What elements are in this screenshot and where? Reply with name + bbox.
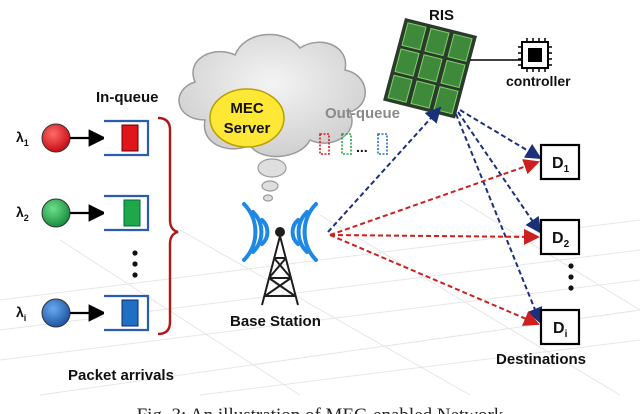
mec-server-badge: MEC Server [209, 88, 285, 148]
out-queue-packets [319, 133, 388, 155]
packet-green [123, 199, 141, 227]
svg-text:D1: D1 [552, 155, 570, 175]
mec-label-line2: Server [224, 120, 271, 137]
destination-ellipsis [568, 263, 574, 291]
packet-red [121, 124, 139, 152]
ris-label: RIS [429, 7, 454, 24]
in-queue-label: In-queue [96, 89, 159, 106]
antenna-waves [242, 202, 318, 262]
destination-d2: D2 [539, 218, 581, 256]
source-row-i: λi [16, 294, 150, 332]
bs-to-d1-link [329, 159, 540, 236]
base-station [242, 202, 318, 306]
mec-label-line1: MEC [230, 100, 264, 117]
lambda-i: λi [16, 304, 26, 323]
cloud-bubble [262, 194, 274, 202]
base-station-label: Base Station [230, 313, 321, 330]
out-queue-dots: ... [356, 139, 368, 155]
chip-icon [518, 38, 552, 72]
bs-to-di-link [329, 234, 540, 326]
lambda-2: λ2 [16, 204, 29, 223]
out-queue-label: Out-queue [325, 105, 400, 122]
source-ellipsis [132, 250, 138, 278]
destination-di: Di [539, 308, 581, 346]
cloud-bubble [257, 158, 287, 178]
ris-to-d2-link [457, 111, 542, 234]
out-packet-green [341, 133, 352, 155]
ris-panel [383, 18, 477, 119]
bs-to-d2-link [329, 228, 540, 245]
out-packet-red [319, 133, 330, 155]
ris-to-di-link [455, 113, 543, 324]
bs-to-ris-link [327, 106, 442, 233]
source-node-red [41, 123, 71, 153]
source-row-1: λ1 [16, 119, 150, 157]
packet-blue [121, 299, 139, 327]
tower-icon [261, 235, 299, 306]
destinations-label: Destinations [496, 351, 586, 368]
source-node-green [41, 198, 71, 228]
source-node-blue [41, 298, 71, 328]
svg-text:Di: Di [553, 320, 568, 340]
figure-caption: Fig. 3: An illustration of MEC-enabled N… [137, 405, 504, 414]
controller-label: controller [506, 73, 571, 89]
out-packet-blue [377, 133, 388, 155]
source-row-2: λ2 [16, 194, 150, 232]
packet-arrivals-label: Packet arrivals [68, 367, 174, 384]
destination-d1: D1 [539, 143, 581, 181]
antenna-top [275, 227, 285, 237]
cloud-bubble [261, 180, 279, 192]
queue-bracket [157, 116, 179, 336]
svg-text:D2: D2 [552, 230, 570, 250]
lambda-1: λ1 [16, 129, 29, 148]
